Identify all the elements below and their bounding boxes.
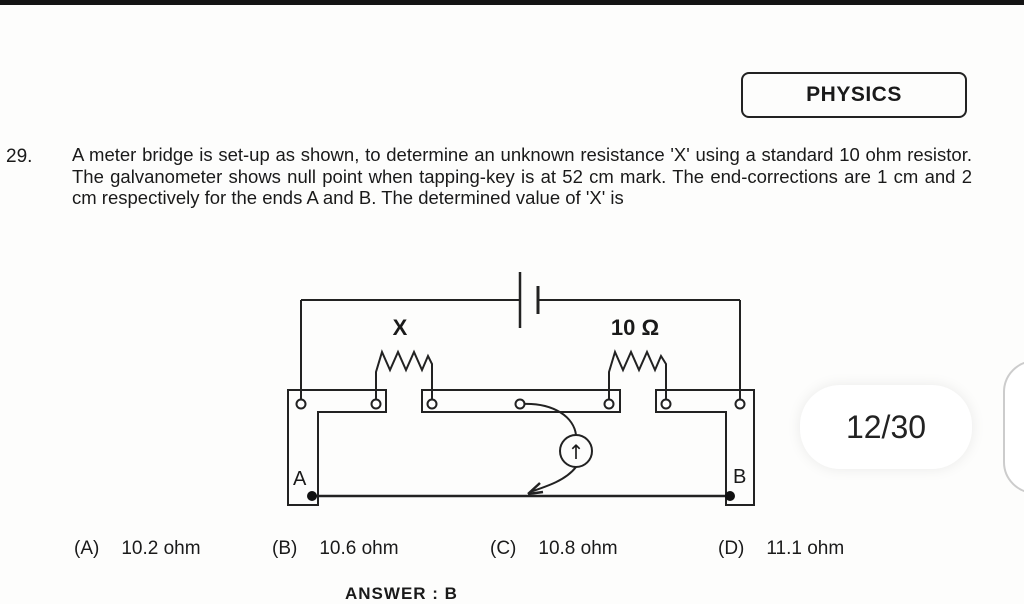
option-b[interactable]: (B) 10.6 ohm	[272, 538, 399, 560]
label-b: B	[733, 466, 746, 488]
subject-heading: PHYSICS	[741, 72, 967, 118]
option-d[interactable]: (D) 11.1 ohm	[718, 538, 844, 560]
question-text: A meter bridge is set-up as shown, to de…	[72, 144, 972, 208]
middle-strip	[421, 389, 621, 413]
terminal	[660, 398, 672, 410]
galvanometer-lead-bottom	[529, 466, 577, 493]
left-strip	[287, 389, 387, 506]
label-a: A	[293, 468, 307, 490]
galvanometer	[559, 434, 593, 468]
side-handle[interactable]	[1003, 360, 1024, 494]
option-value: 10.8 ohm	[538, 538, 618, 559]
option-label: (D)	[718, 538, 745, 559]
option-value: 11.1 ohm	[766, 538, 845, 559]
jockey-arrow-head	[527, 482, 544, 496]
label-10-ohm: 10 Ω	[611, 315, 659, 340]
option-label: (A)	[74, 538, 100, 559]
resistor-10-ohm	[608, 349, 667, 404]
terminal	[426, 398, 438, 410]
terminal	[295, 398, 307, 410]
terminal	[514, 398, 526, 410]
end-dot-a	[307, 491, 317, 501]
right-strip	[655, 389, 755, 506]
option-c[interactable]: (C) 10.8 ohm	[490, 538, 618, 560]
answer-line: ANSWER : B	[345, 584, 458, 603]
question-number: 29.	[6, 146, 33, 167]
option-label: (C)	[490, 538, 517, 559]
page-counter[interactable]: 12/30	[800, 385, 972, 469]
galvanometer-arrow-icon: ↑	[568, 440, 585, 464]
terminal	[370, 398, 382, 410]
label-x: X	[393, 315, 408, 340]
top-border	[0, 0, 1024, 5]
terminal	[603, 398, 615, 410]
resistor-x	[375, 349, 433, 404]
option-label: (B)	[272, 538, 298, 559]
option-value: 10.6 ohm	[319, 538, 399, 559]
option-value: 10.2 ohm	[121, 538, 201, 559]
option-a[interactable]: (A) 10.2 ohm	[74, 538, 201, 560]
end-dot-b	[725, 491, 735, 501]
galvanometer-lead-top	[519, 402, 577, 436]
terminal	[734, 398, 746, 410]
